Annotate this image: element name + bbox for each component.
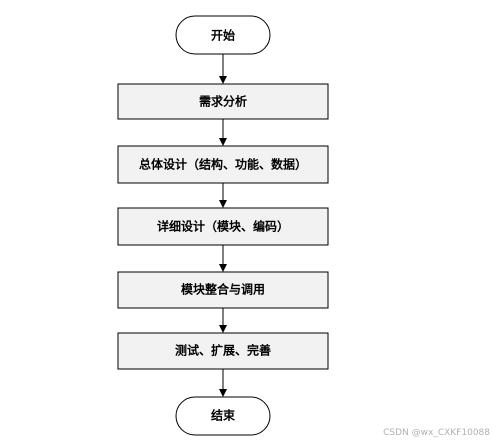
step-label: 模块整合与调用 bbox=[181, 282, 265, 297]
step-overall-design: 总体设计（结构、功能、数据） bbox=[117, 145, 329, 184]
start-label: 开始 bbox=[211, 28, 235, 43]
step-label: 测试、扩展、完善 bbox=[175, 343, 271, 358]
step-label: 总体设计（结构、功能、数据） bbox=[139, 157, 307, 172]
end-node: 结束 bbox=[175, 396, 271, 436]
end-label: 结束 bbox=[211, 408, 236, 423]
step-detailed-design: 详细设计（模块、编码） bbox=[117, 207, 329, 246]
watermark: CSDN @wx_CXKF10088 bbox=[383, 428, 490, 438]
step-module-integration: 模块整合与调用 bbox=[117, 271, 329, 309]
step-label: 需求分析 bbox=[199, 94, 247, 109]
step-label: 详细设计（模块、编码） bbox=[157, 219, 289, 234]
step-testing: 测试、扩展、完善 bbox=[117, 332, 329, 370]
step-requirements-analysis: 需求分析 bbox=[117, 83, 329, 120]
start-node: 开始 bbox=[175, 15, 271, 55]
